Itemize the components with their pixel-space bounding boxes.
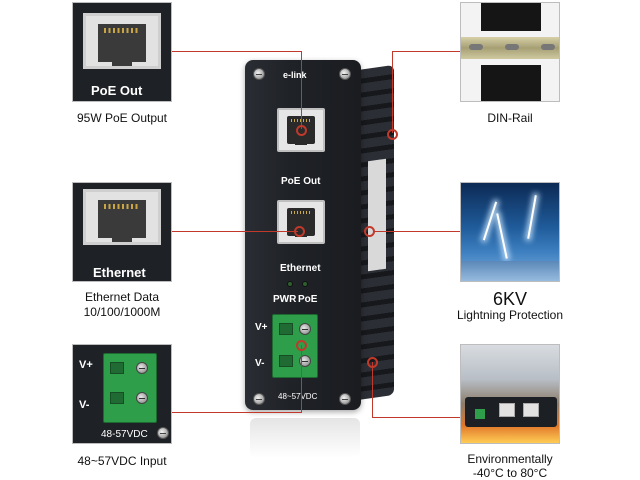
poe-out-photo: PoE Out [72, 2, 172, 102]
din-rail-photo [460, 2, 560, 102]
screw-icon [339, 68, 351, 80]
dc-input-caption: 48~57VDC Input [77, 454, 167, 468]
ethernet-photo-label: Ethernet [93, 265, 146, 280]
environment-photo [460, 344, 560, 444]
device-vplus-label: V+ [255, 322, 268, 333]
lightning-6kv-caption: 6KV [492, 289, 528, 309]
device-ethernet-label: Ethernet [280, 263, 321, 274]
poe-out-port-icon [83, 13, 161, 69]
connector-lightning [374, 231, 460, 232]
connector-ethernet [172, 231, 298, 232]
din-rail-caption: DIN-Rail [487, 111, 533, 125]
lightning-photo [460, 182, 560, 282]
pwr-led-label: PWR [273, 294, 297, 305]
device-side-label [368, 158, 386, 272]
ethernet-caption-line1: Ethernet Data [84, 290, 160, 304]
lightning-bolt-icon [482, 201, 498, 241]
poe-led-label: PoE [298, 294, 318, 305]
terminal-screw-icon [299, 355, 311, 367]
device-reflection [250, 418, 360, 458]
poe-output-caption: 95W PoE Output [76, 111, 168, 125]
connector-dot [364, 226, 375, 237]
screw-icon [253, 393, 265, 405]
terminal-block-icon [103, 353, 157, 423]
dc-input-photo-voltage: 48-57VDC [101, 429, 148, 440]
dc-input-photo-vminus: V- [79, 399, 90, 411]
dc-input-photo: V+ V- 48-57VDC [72, 344, 172, 444]
connector-environment [372, 417, 460, 418]
device-vminus-label: V- [255, 358, 265, 369]
device-brand-logo: e-link [283, 70, 307, 80]
terminal-screw-icon [299, 323, 311, 335]
connector-dot [296, 340, 307, 351]
connector-dot [367, 357, 378, 368]
screw-icon [339, 393, 351, 405]
connector-dc-input [172, 412, 302, 413]
ethernet-photo: Ethernet [72, 182, 172, 282]
poe-led [302, 281, 308, 287]
ethernet-port-icon [83, 189, 161, 245]
connector-poe-out [172, 51, 302, 52]
dc-input-photo-vplus: V+ [79, 359, 93, 371]
ethernet-caption-line2: 10/100/1000M [83, 305, 161, 319]
pwr-led [287, 281, 293, 287]
poe-out-photo-label: PoE Out [91, 83, 143, 98]
screw-icon [253, 68, 265, 80]
environment-caption-line1: Environmentally [467, 452, 553, 466]
connector-dot [294, 226, 305, 237]
environment-caption-line2: -40°C to 80°C [472, 466, 548, 480]
device-poe-out-label: PoE Out [281, 176, 321, 187]
connector-dot [296, 125, 307, 136]
device-voltage-label: 48~57VDC [278, 392, 318, 401]
screw-icon [157, 427, 169, 439]
connector-din-rail [392, 51, 460, 52]
ethernet-port [277, 200, 325, 244]
lightning-protection-caption: Lightning Protection [456, 308, 564, 322]
dc-terminal-block [272, 314, 318, 378]
connector-dot [387, 129, 398, 140]
